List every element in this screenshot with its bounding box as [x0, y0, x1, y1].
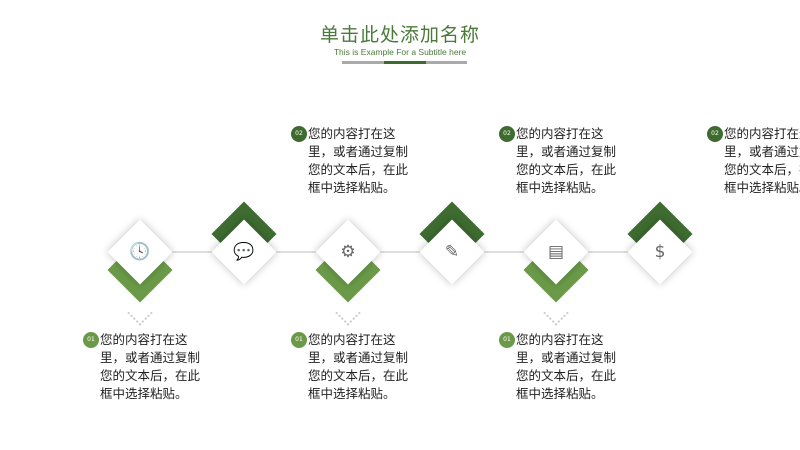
slide-title: 单击此处添加名称 — [319, 24, 480, 46]
step-text: 您的内容打在这里，或者通过复制您的文本后，在此框中选择粘贴。 — [308, 332, 409, 401]
step-text: 您的内容打在这里，或者通过复制您的文本后，在此框中选择粘贴。 — [516, 126, 617, 195]
step-badge: 01 — [291, 332, 307, 348]
dotted-chevron — [127, 300, 153, 326]
step-text: 您的内容打在这里，或者通过复制您的文本后，在此框中选择粘贴。 — [516, 332, 617, 401]
step-text: 您的内容打在这里，或者通过复制您的文本后，在此框中选择粘贴。 — [100, 332, 201, 401]
step-badge: 01 — [499, 332, 515, 348]
coins-icon: $ — [654, 242, 666, 262]
dotted-chevron — [543, 300, 569, 326]
step-text: 您的内容打在这里，或者通过复制您的文本后，在此框中选择粘贴。 — [724, 126, 800, 195]
title-underline — [342, 61, 467, 64]
step-badge: 02 — [291, 126, 307, 142]
step-badge: 01 — [83, 332, 99, 348]
step-badge: 02 — [707, 126, 723, 142]
step-text: 您的内容打在这里，或者通过复制您的文本后，在此框中选择粘贴。 — [308, 126, 409, 195]
dotted-chevron — [335, 300, 361, 326]
slide-subtitle: This is Example For a Subtitle here — [333, 47, 467, 57]
pencil-ruler-icon: ✎ — [444, 242, 460, 262]
chat-bubbles-icon: 💬 — [233, 242, 255, 262]
truck-clock-icon: 🕓 — [129, 242, 151, 262]
step-badge: 02 — [499, 126, 515, 142]
timeline-line — [112, 251, 688, 253]
id-card-icon: ▤ — [547, 242, 565, 262]
gear-cycle-icon: ⚙ — [340, 242, 356, 262]
